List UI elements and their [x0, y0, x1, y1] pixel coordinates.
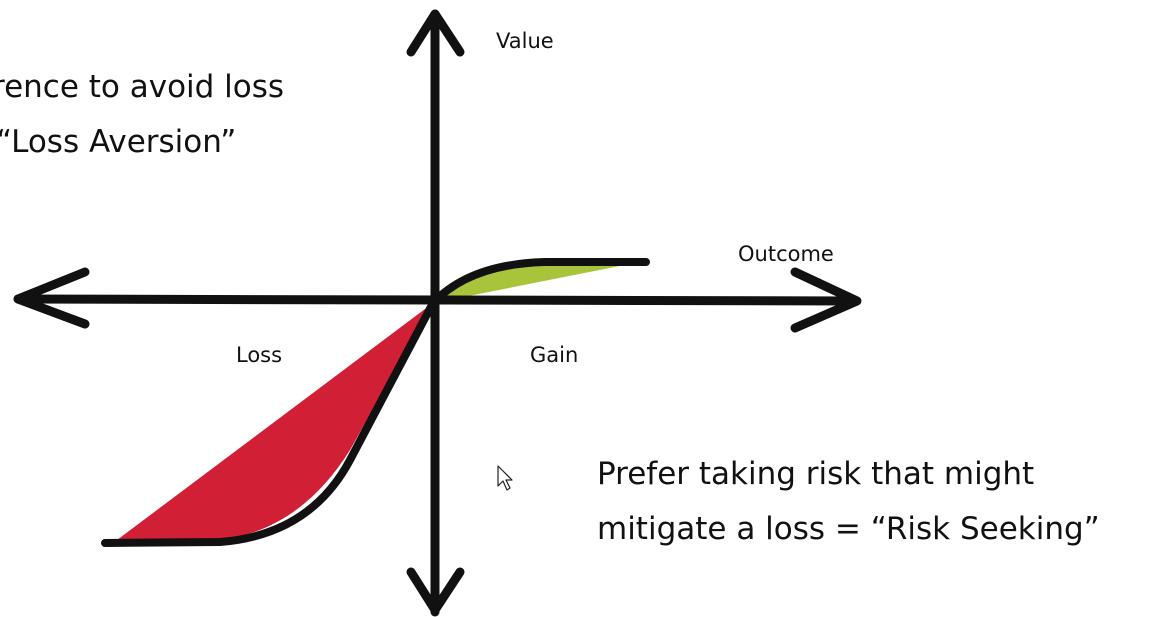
value-axis — [406, 9, 465, 617]
value-function-curve — [101, 258, 650, 547]
value-axis-label: Value — [496, 29, 554, 53]
risk-seeking-note-line1: Prefer taking risk that might — [597, 456, 1034, 492]
loss-aversion-note-line1: rence to avoid loss — [0, 69, 284, 105]
loss-label: Loss — [236, 343, 282, 367]
loss-aversion-note-line2: “Loss Aversion” — [0, 124, 236, 160]
down-arrowhead — [406, 567, 465, 615]
gain-region-fill — [433, 262, 640, 303]
up-arrowhead — [406, 9, 465, 57]
right-arrowhead — [790, 267, 862, 333]
loss-region-fill — [113, 303, 433, 543]
mouse-pointer-icon — [497, 465, 513, 491]
risk-seeking-note-line2: mitigate a loss = “Risk Seeking” — [597, 511, 1100, 547]
gain-label: Gain — [530, 343, 578, 367]
left-arrowhead — [13, 267, 90, 329]
outcome-axis-label: Outcome — [738, 242, 834, 266]
